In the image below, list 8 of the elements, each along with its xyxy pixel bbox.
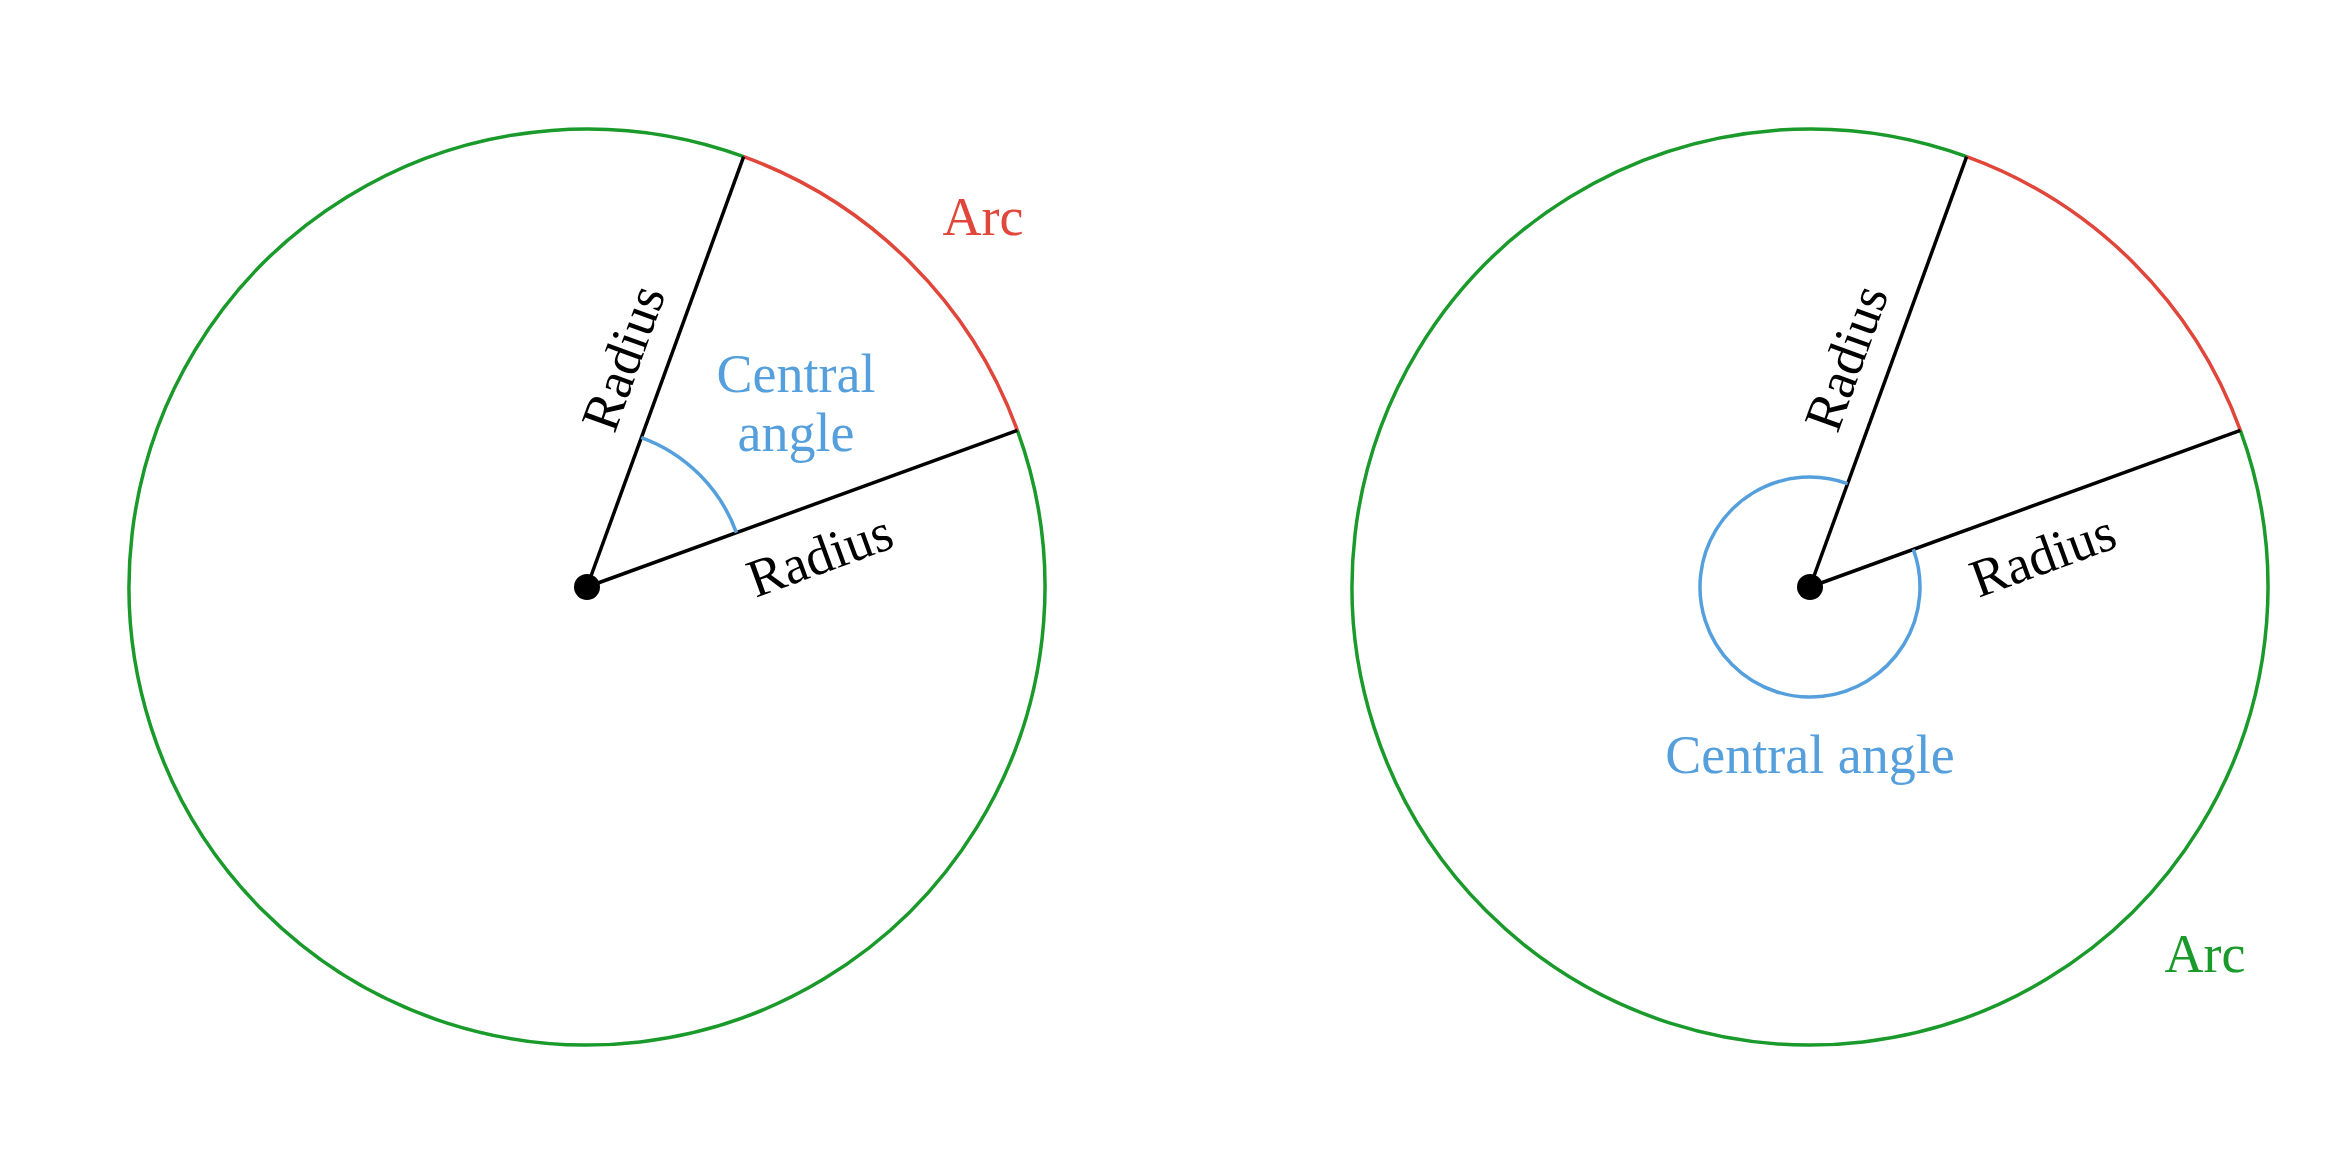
radius-label: Radius — [570, 277, 678, 439]
arc-label: Arc — [942, 188, 1024, 248]
radius-label: Radius — [739, 502, 901, 610]
arc-label: Arc — [2164, 925, 2246, 985]
central-angle-label: Central angle — [1665, 726, 1955, 786]
radius-label: Radius — [1962, 502, 2124, 610]
radius-label: Radius — [1793, 277, 1901, 439]
central-angle-label: Central angle — [715, 344, 877, 464]
